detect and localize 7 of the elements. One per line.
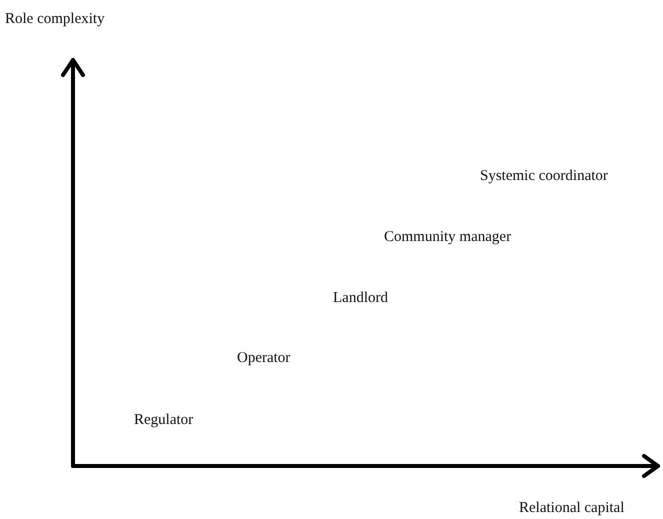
role-label: Operator bbox=[237, 349, 290, 367]
role-label: Landlord bbox=[333, 289, 388, 307]
role-label: Community manager bbox=[384, 228, 512, 246]
role-label: Systemic coordinator bbox=[480, 167, 608, 185]
axis-title: Role complexity bbox=[5, 10, 105, 28]
axis-title: Relational capital bbox=[519, 499, 624, 517]
role-label: Regulator bbox=[134, 411, 194, 429]
